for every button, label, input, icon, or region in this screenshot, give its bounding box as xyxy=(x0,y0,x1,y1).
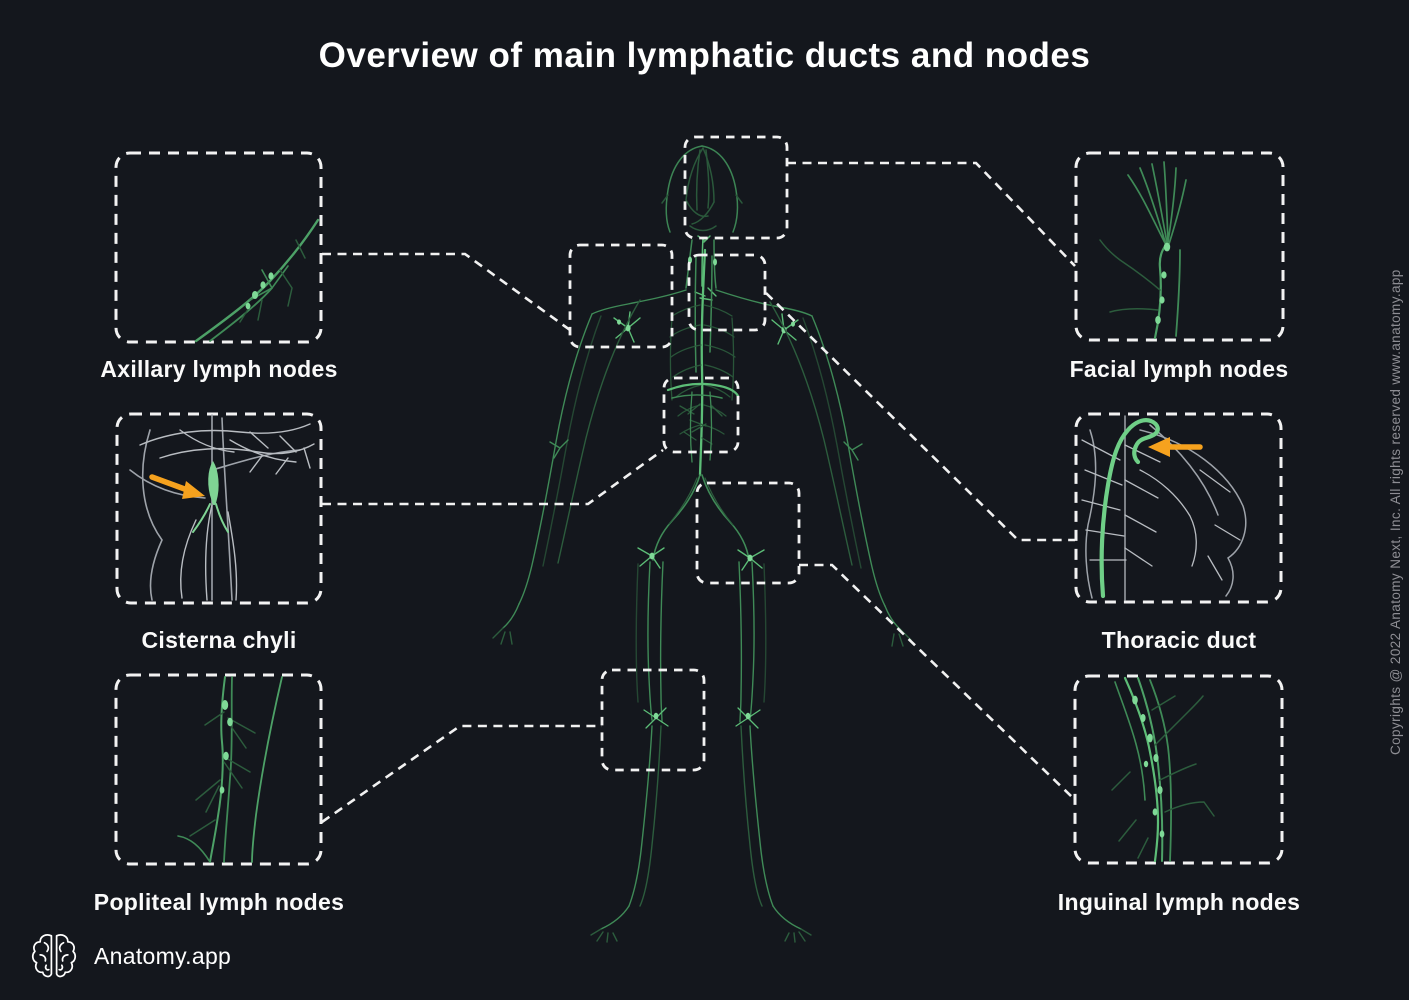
trunk-vessels xyxy=(669,248,736,477)
body-box-abdomen xyxy=(662,376,740,454)
connector-cisterna xyxy=(322,448,664,506)
inset-box-axillary xyxy=(114,151,323,344)
cisterna-arrow xyxy=(149,474,205,499)
thoracic-arrow xyxy=(1148,437,1203,457)
connector-lines xyxy=(321,161,1076,824)
label-facial-lymph-nodes: Facial lymph nodes xyxy=(1069,356,1289,382)
body-highlight-boxes xyxy=(568,135,801,772)
brand-footer: Anatomy.app xyxy=(28,928,231,985)
leg-vessels xyxy=(590,561,812,943)
inset-box-facial xyxy=(1074,151,1285,342)
clavicular-vessels xyxy=(591,287,813,317)
body-box-chest xyxy=(687,253,767,332)
inset-box-popliteal xyxy=(114,673,323,866)
label-popliteal-lymph-nodes: Popliteal lymph nodes xyxy=(93,889,345,915)
inset-art-facial xyxy=(1099,161,1187,340)
connector-facial xyxy=(787,161,1076,267)
label-cisterna-chyli: Cisterna chyli xyxy=(141,627,297,653)
brand-name: Anatomy.app xyxy=(94,943,232,969)
inset-box-inguinal xyxy=(1073,674,1284,865)
connector-thoracic xyxy=(765,292,1075,542)
body-figure xyxy=(492,145,912,943)
connector-inguinal xyxy=(799,563,1073,798)
right-arm-vessels xyxy=(769,301,912,647)
body-box-pelvis xyxy=(695,481,801,585)
page-title: Overview of main lymphatic ducts and nod… xyxy=(318,36,1091,75)
label-thoracic-duct: Thoracic duct xyxy=(1101,627,1257,653)
pelvic-vessels xyxy=(637,474,765,571)
left-arm-vessels xyxy=(492,299,641,645)
head-vessels xyxy=(661,145,743,243)
label-inguinal-lymph-nodes: Inguinal lymph nodes xyxy=(1057,889,1301,915)
axillary-node-clusters xyxy=(613,311,799,345)
copyright-text: Copyrights @ 2022 Anatomy Next, Inc. All… xyxy=(1388,269,1403,755)
inset-art-axillary xyxy=(194,218,320,343)
abdominal-vessels xyxy=(666,382,740,463)
inset-art-cisterna xyxy=(129,414,315,601)
body-box-shoulder xyxy=(568,243,674,349)
inset-art-inguinal xyxy=(1111,676,1215,863)
body-box-head xyxy=(683,135,789,240)
label-axillary-lymph-nodes: Axillary lymph nodes xyxy=(100,356,338,382)
body-box-knee xyxy=(600,668,706,772)
brain-logo-icon xyxy=(28,928,80,985)
connector-popliteal xyxy=(321,724,602,824)
connector-axillary xyxy=(322,252,571,332)
inset-art-thoracic xyxy=(1081,415,1247,601)
inset-art-popliteal xyxy=(177,676,283,863)
inset-borders xyxy=(114,151,1285,866)
